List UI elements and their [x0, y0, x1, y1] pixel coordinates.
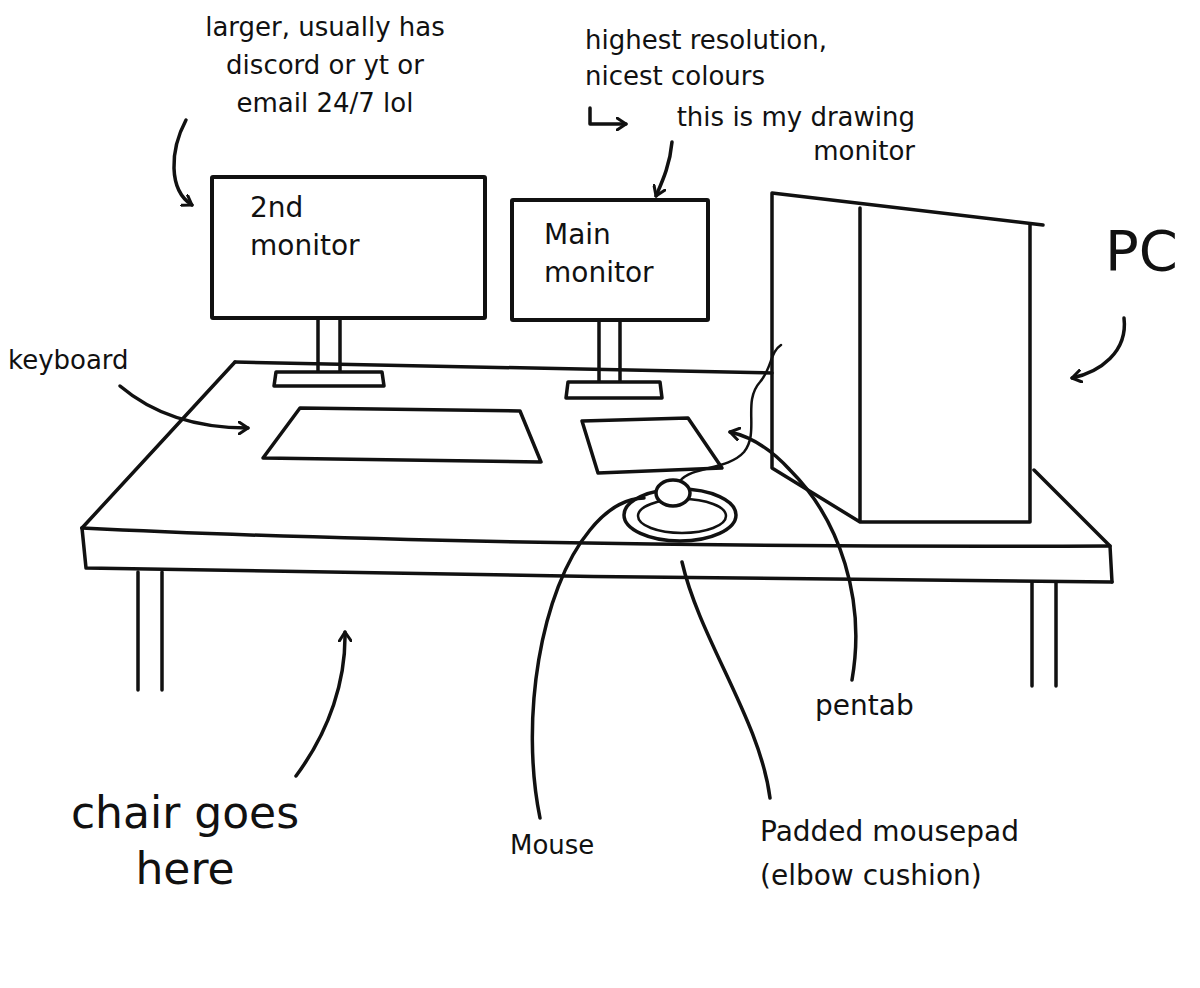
mouse-cable: [680, 345, 781, 481]
desk-edge: [82, 528, 1112, 582]
leader-line: [120, 386, 248, 428]
note-text: larger, usually has discord or yt or ema…: [200, 8, 450, 122]
desk-edge: [1034, 470, 1112, 582]
keyboard-shape: [263, 408, 541, 462]
callout-arrow: [296, 632, 345, 776]
callout-arrow: [174, 120, 192, 205]
part-label: pentab: [815, 688, 945, 724]
mouse-shape: [656, 480, 690, 506]
part-label: PC: [1105, 218, 1195, 284]
monitor-label: Main monitor: [544, 216, 684, 292]
callout-arrow: [656, 142, 672, 196]
part-label: Padded mousepad (elbow cushion): [760, 810, 1060, 898]
pc-tower: [772, 193, 1043, 522]
leader-line: [682, 562, 770, 798]
note-text: chair goes here: [60, 785, 310, 897]
callout-arrow: [1072, 318, 1124, 378]
leader-line: [532, 498, 644, 818]
pentab-shape: [582, 418, 722, 473]
part-label: keyboard: [8, 343, 178, 377]
monitor-box: 2nd monitor: [210, 175, 487, 320]
monitor-box: Main monitor: [510, 198, 710, 322]
monitor-stand: [566, 322, 662, 398]
desk-leg: [1032, 582, 1056, 686]
desk-front: [82, 528, 1110, 546]
leader-line: [730, 432, 856, 680]
part-label: Mouse: [510, 828, 640, 862]
desk-edge: [82, 362, 235, 528]
note-text: this is my drawing monitor: [615, 100, 915, 168]
desk-leg: [138, 572, 162, 690]
callout-arrow: [590, 108, 626, 124]
monitor-label: 2nd monitor: [250, 189, 390, 265]
monitor-stand: [274, 320, 384, 386]
note-text: highest resolution, nicest colours: [585, 22, 905, 94]
